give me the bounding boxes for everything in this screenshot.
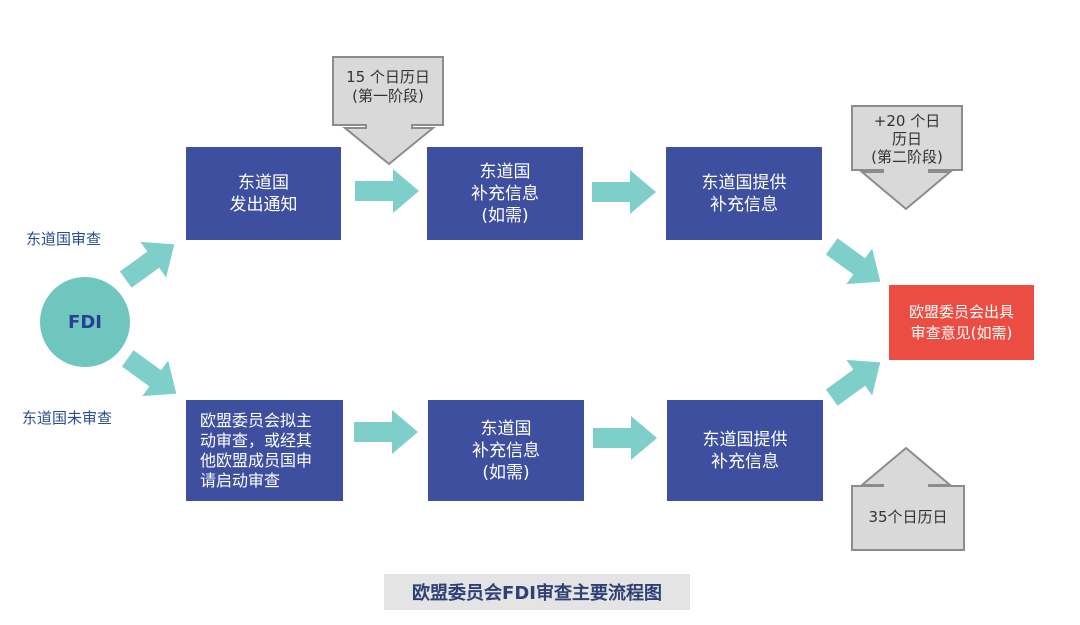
arrow-circle-to-lower	[121, 350, 177, 397]
timing-note-lower: 35个日历日	[868, 508, 948, 526]
callout-phase1-shape	[332, 56, 444, 166]
arrow-lower-1	[354, 410, 418, 454]
arrow-upper-to-end	[825, 238, 881, 285]
callout-lower-shape	[851, 446, 965, 551]
upper-step2-box: 东道国 补充信息 (如需)	[427, 147, 583, 240]
branch-label-upper: 东道国审查	[26, 230, 102, 248]
upper-step3-box: 东道国提供 补充信息	[666, 147, 822, 240]
arrow-lower-to-end	[825, 359, 881, 406]
upper-step1-box: 东道国 发出通知	[186, 147, 341, 240]
timing-note-phase2: +20 个日 历日 (第二阶段)	[871, 112, 943, 166]
timing-note-phase1: 15 个日历日 (第一阶段)	[346, 68, 430, 105]
lower-step3-box: 东道国提供 补充信息	[667, 400, 823, 501]
diagram-caption: 欧盟委员会FDI审查主要流程图	[384, 574, 690, 610]
callout-phase2-shape	[851, 105, 963, 211]
arrow-lower-2	[593, 416, 657, 460]
end-node-box: 欧盟委员会出具 审查意见(如需)	[889, 285, 1034, 360]
arrow-circle-to-upper	[119, 241, 175, 288]
fdi-circle	[40, 277, 130, 367]
arrow-upper-1	[355, 169, 419, 213]
arrow-upper-2	[592, 170, 656, 214]
branch-label-lower: 东道国未审查	[22, 409, 113, 427]
lower-step2-box: 东道国 补充信息 (如需)	[428, 400, 584, 501]
lower-step1-box: 欧盟委员会拟主 动审查，或经其 他欧盟成员国申 请启动审查	[186, 400, 343, 501]
start-node-label: FDI	[68, 311, 102, 333]
